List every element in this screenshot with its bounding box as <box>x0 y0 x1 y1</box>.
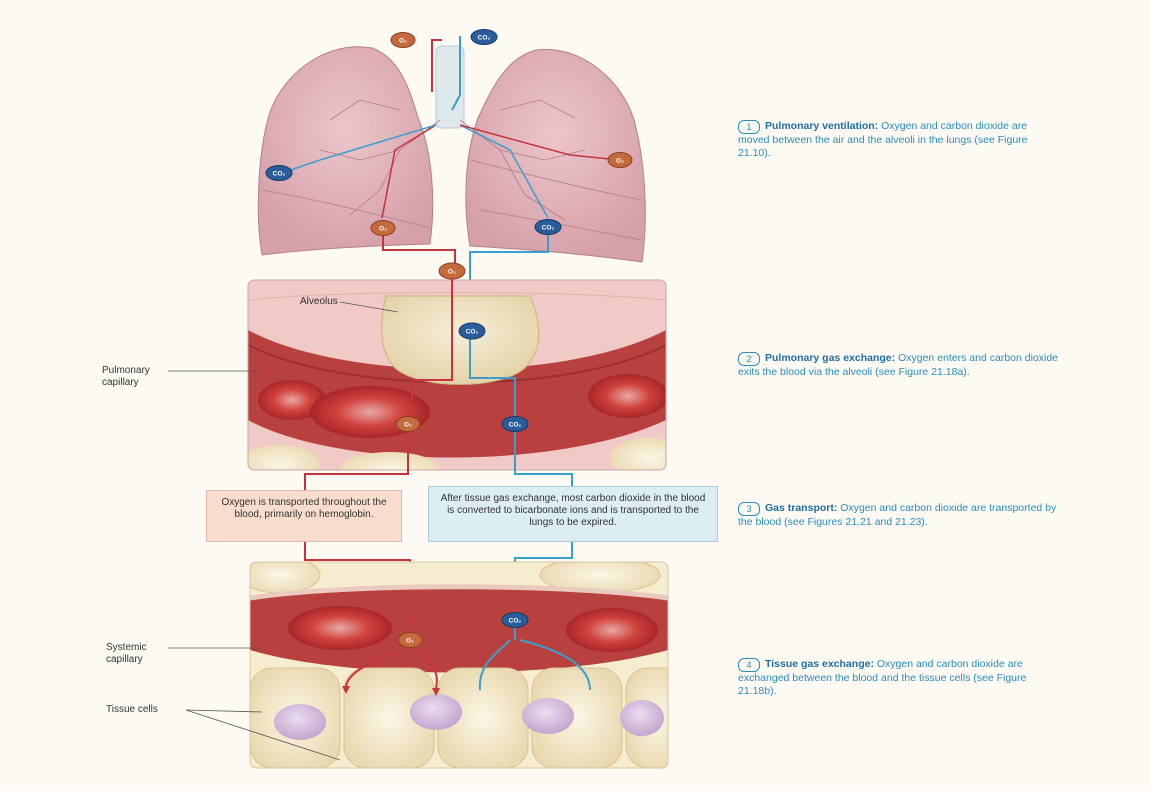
o2-transport-box: Oxygen is transported throughout the blo… <box>206 490 402 542</box>
svg-text:O₂: O₂ <box>616 158 624 165</box>
svg-text:CO₂: CO₂ <box>273 171 286 178</box>
lungs <box>258 36 645 262</box>
co2-badge: CO₂ <box>502 613 528 628</box>
svg-text:CO₂: CO₂ <box>466 329 479 336</box>
step-number: 3 <box>738 502 760 516</box>
tissue-cells <box>250 668 686 768</box>
alveolus-label: Alveolus <box>300 296 338 308</box>
systemic-capillary-label: Systemic capillary <box>106 642 166 666</box>
step-number: 1 <box>738 120 760 134</box>
pulmonary-capillary-label: Pulmonary capillary <box>102 365 166 389</box>
o2-badge: O₂ <box>608 153 632 168</box>
co2-badge: CO₂ <box>459 323 485 339</box>
co2-transport-box: After tissue gas exchange, most carbon d… <box>428 486 718 542</box>
co2-badge: CO₂ <box>471 30 497 45</box>
left-lung <box>258 47 432 255</box>
tissue-cells-label: Tissue cells <box>106 704 158 716</box>
step-number: 4 <box>738 658 760 672</box>
o2-badge: O₂ <box>439 263 465 279</box>
svg-text:CO₂: CO₂ <box>478 35 491 42</box>
o2-badge: O₂ <box>398 633 422 648</box>
svg-text:O₂: O₂ <box>404 422 412 429</box>
pulmonary-exchange-panel: CO₂ O₂ CO₂ <box>168 279 690 488</box>
svg-text:CO₂: CO₂ <box>509 422 522 429</box>
svg-text:O₂: O₂ <box>379 226 387 233</box>
svg-text:O₂: O₂ <box>406 638 414 645</box>
svg-text:O₂: O₂ <box>448 269 456 276</box>
step-title: Pulmonary ventilation: <box>765 120 878 132</box>
o2-badge: O₂ <box>391 33 415 48</box>
systemic-exchange-panel: O₂ CO₂ <box>168 557 686 768</box>
o2-badge: O₂ <box>396 417 420 432</box>
svg-text:CO₂: CO₂ <box>542 225 555 232</box>
svg-text:CO₂: CO₂ <box>509 618 522 625</box>
step-number: 2 <box>738 352 760 366</box>
co2-badge: CO₂ <box>266 166 292 181</box>
alveolus <box>382 296 539 385</box>
step-title: Gas transport: <box>765 502 837 514</box>
o2-badge: O₂ <box>371 221 395 236</box>
svg-text:O₂: O₂ <box>399 38 407 45</box>
step-title: Pulmonary gas exchange: <box>765 352 895 364</box>
co2-badge: CO₂ <box>502 417 528 432</box>
co2-badge: CO₂ <box>535 220 561 235</box>
step-title: Tissue gas exchange: <box>765 658 874 670</box>
